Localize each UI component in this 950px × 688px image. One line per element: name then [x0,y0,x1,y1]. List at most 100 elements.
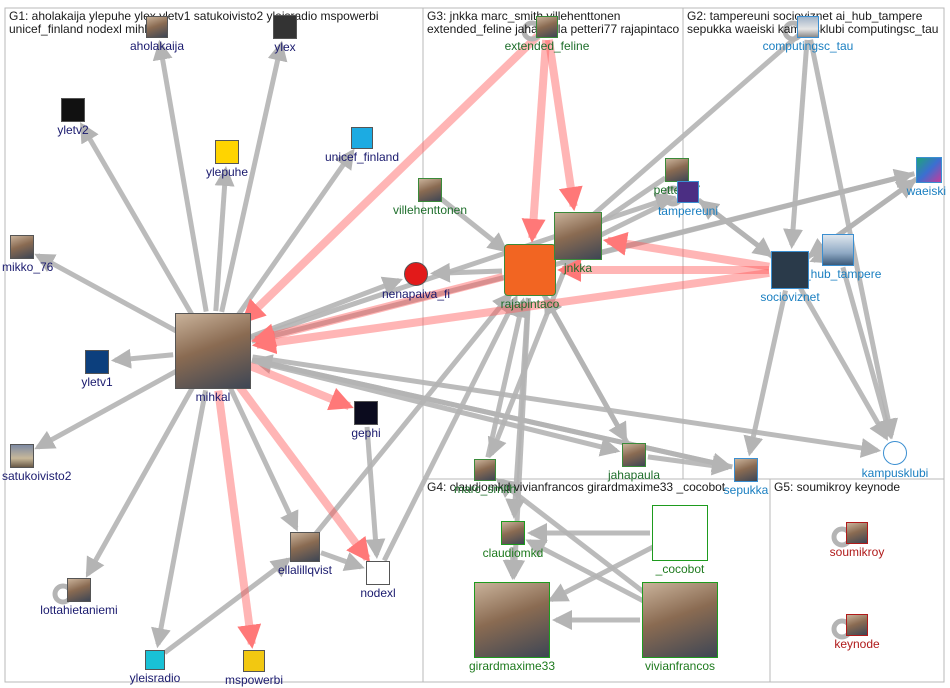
node-label: keynode [834,637,880,651]
node-label: jahapaula [607,468,661,482]
edge-extended_feline-to-mihkal [241,33,541,324]
node-label: ellalillqvist [277,563,333,577]
node-yleisradio[interactable]: yleisradio [130,650,180,685]
node-gephi[interactable]: gephi [351,401,381,440]
node-girardmaxime33[interactable]: girardmaxime33 [469,582,555,673]
person-photo-icon [554,212,602,260]
node-computingsc-tau[interactable]: computingsc_tau [763,16,853,53]
node-jnkka[interactable]: jnkka [554,212,602,275]
ylepuhe-logo-icon [215,140,239,164]
edge-mihkal-to-kampusklubi [252,354,882,458]
node-socioviznet[interactable]: socioviznet [760,251,820,304]
node-yletv2[interactable]: yletv2 [57,98,89,137]
node-label: mspowerbi [224,673,284,687]
node-label: computingsc_tau [762,39,854,53]
node-rajapintaco[interactable]: rajapintaco [501,244,559,311]
node-label: socioviznet [760,290,820,304]
edge-extended_feline-to-rajapintaco [521,39,551,243]
person-photo-icon [665,158,689,182]
node-tampereuni[interactable]: tampereuni [658,181,718,218]
person-photo-icon [474,459,496,481]
node-label: yletv2 [57,123,89,137]
r-logo-icon [504,244,556,296]
node-label: ylex [274,40,296,54]
node-vivianfrancos[interactable]: vivianfrancos [642,582,718,673]
node-label: gephi [351,426,381,440]
edge-marc_smith-to-rajapintaco [485,297,530,458]
node-label: tampereuni [657,204,719,218]
group-panels [4,7,945,683]
node-mihkal[interactable]: mihkal [175,313,251,404]
edge-vivianfrancos-to-marc_smith [495,477,650,598]
node-keynode[interactable]: keynode [834,614,880,651]
edge-ai_hub_tampere-to-kampusklubi [840,266,896,440]
edge-mihkal-to-gephi [248,362,354,411]
cartoon-avatar-icon [652,505,708,561]
group-title-g2: G2: tampereuni socioviznet ai_hub_tamper… [687,9,939,36]
edge-rajapintaco-to-mihkal [250,273,504,347]
edge-ai_hub_tampere-to-socioviznet [809,245,832,264]
person-photo-icon [146,16,168,38]
node-label: marc_smith [453,482,517,496]
node-ellalillqvist[interactable]: ellalillqvist [278,532,332,577]
node-label: rajapintaco [500,297,560,311]
node-lottahietaniemi[interactable]: lottahietaniemi [40,578,118,617]
node-nodexl[interactable]: nodexl [360,561,396,600]
node-claudiomkd[interactable]: claudiomkd [483,521,543,560]
edge-computingsc_tau-to-socioviznet [783,39,810,250]
node-soumikroy[interactable]: soumikroy [830,522,884,559]
edge-mihkal-to-mikko_76 [34,253,180,335]
node-label: vivianfrancos [644,659,716,673]
gephi-logo-icon [354,401,378,425]
edge-socioviznet-to-kampusklubi [798,286,889,441]
node-nenapaiva-fi[interactable]: nenapaiva_fi [382,262,450,301]
person-photo-icon [474,582,550,658]
node-aholakaija[interactable]: aholakaija [130,16,184,53]
node-waeiski[interactable]: waeiski [907,157,946,198]
edge-rajapintaco-to-jahapaula [541,293,628,443]
edge-socioviznet-to-sepukka [743,289,788,457]
node-marc-smith[interactable]: marc_smith [454,459,516,496]
node-ai-hub-tampere[interactable]: ai_hub_tampere [795,234,881,281]
edge-mihkal-to-satukoivisto2 [34,368,180,450]
edge-nodexl-to-rajapintaco [382,295,518,562]
edge-socioviznet-to-tampereuni [698,199,775,260]
node-sepukka[interactable]: sepukka [724,458,768,497]
node-petteri77[interactable]: petteri77 [654,158,700,197]
edge-villehenttonen-to-rajapintaco [439,196,509,253]
node-satukoivisto2[interactable]: satukoivisto2 [2,444,71,483]
node-label: jnkka [563,261,593,275]
building-photo-icon [797,16,819,38]
node-yletv1[interactable]: yletv1 [81,350,113,389]
edge-yleisradio-to-ellalillqvist [163,557,292,655]
node-label: nenapaiva_fi [381,287,451,301]
edge-sepukka-to-mihkal [252,354,733,470]
group-title-g5: G5: soumikroy keynode [774,480,901,494]
node-mikko-76[interactable]: mikko_76 [2,235,53,274]
node-ylepuhe[interactable]: ylepuhe [206,140,248,179]
node-villehenttonen[interactable]: villehenttonen [393,178,467,217]
edge-mihkal-to-lottahietaniemi [85,384,196,578]
node-label: villehenttonen [392,203,468,217]
node-unicef-finland[interactable]: unicef_finland [325,127,399,164]
node-extended-feline[interactable]: extended_feline [505,16,589,53]
node-label: claudiomkd [482,546,544,560]
node-label: waeiski [906,184,946,198]
landscape-photo-icon [10,444,34,468]
edge-mihkal-to-yletv2 [79,122,196,318]
node-label: mihkal [195,390,231,404]
node-ylex[interactable]: ylex [273,15,297,54]
edge-mihkal-to-ylepuhe [213,165,235,312]
edges [34,33,919,655]
node--cocobot[interactable]: _cocobot [652,505,708,576]
node-jahapaula[interactable]: jahapaula [608,443,660,482]
node-mspowerbi[interactable]: mspowerbi [225,650,283,687]
group-title-g4: G4: claudiomkd vivianfrancos girardmaxim… [427,480,726,494]
edge-socioviznet-to-mihkal [251,268,770,355]
person-photo-icon [846,614,868,636]
unicef-logo-icon [351,127,373,149]
node-kampusklubi[interactable]: kampusklubi [862,441,928,480]
edge-mihkal-to-aholakaija [152,39,209,313]
edge-ellalillqvist-to-rajapintaco [313,291,513,536]
person-photo-icon [536,16,558,38]
